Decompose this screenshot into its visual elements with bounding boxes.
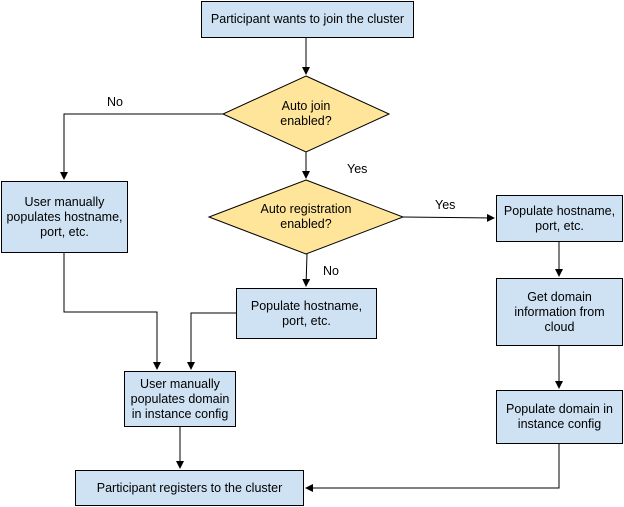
- edge-label-reg-yes: Yes: [435, 198, 456, 212]
- edge-manual-host-to-manual-domain: [63, 253, 161, 370]
- populate-hostname-yes-node: Populate hostname, port, etc.: [496, 195, 623, 242]
- edge-pop-domain-to-register: [305, 444, 560, 492]
- get-domain-node: Get domain information from cloud: [496, 278, 623, 346]
- edge-label-reg-no: No: [323, 264, 339, 278]
- decision-auto-join-label: Auto join enabled?: [280, 99, 332, 128]
- decision-auto-registration-shape: [207, 179, 405, 255]
- edge-auto-reg-yes: [402, 213, 495, 222]
- manual-hostname-node: User manually populates hostname, port, …: [1, 181, 128, 253]
- edge-auto-join-no: [60, 113, 223, 180]
- edge-label-join-yes: Yes: [347, 162, 368, 176]
- decision-auto-registration-label: Auto registration enabled?: [260, 202, 352, 231]
- start-node: Participant wants to join the cluster: [201, 1, 414, 38]
- populate-domain-node: Populate domain in instance config: [496, 390, 623, 444]
- register-node: Participant registers to the cluster: [75, 470, 304, 506]
- manual-domain-node: User manually populates domain in instan…: [124, 371, 236, 427]
- edge-auto-reg-no: [302, 253, 311, 287]
- edge-label-join-no: No: [107, 95, 123, 109]
- edge-pop-host-no-to-manual-domain: [187, 312, 236, 370]
- populate-hostname-no-node: Populate hostname, port, etc.: [236, 288, 377, 339]
